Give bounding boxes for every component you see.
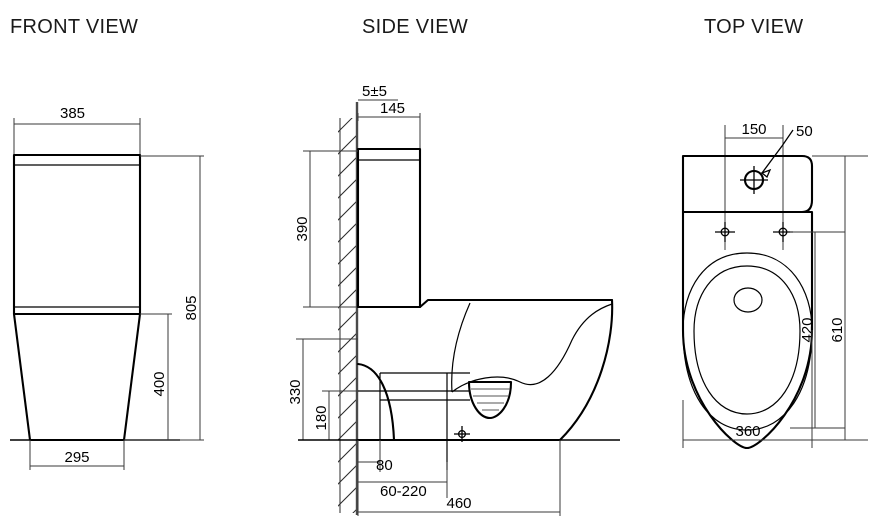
top-dim-50: 50 bbox=[760, 123, 813, 179]
front-view-group: 385 805 400 bbox=[10, 105, 204, 470]
side-dim-60-220-label: 60-220 bbox=[380, 483, 427, 500]
top-view-group: 150 50 bbox=[681, 121, 868, 450]
side-internal-lines bbox=[358, 372, 470, 470]
wall-hatching bbox=[338, 118, 358, 513]
side-dim-5pm5: 5±5 bbox=[358, 83, 398, 101]
top-dim-610-label: 610 bbox=[829, 317, 846, 342]
top-dim-420-label: 420 bbox=[799, 317, 816, 342]
side-wall bbox=[338, 102, 359, 515]
top-pan-outline bbox=[681, 210, 814, 450]
front-dim-295: 295 bbox=[29, 440, 125, 470]
top-rim-outline bbox=[682, 252, 813, 431]
front-dim-805: 805 bbox=[140, 155, 204, 441]
top-dim-50-label: 50 bbox=[796, 123, 813, 140]
side-dim-145-label: 145 bbox=[380, 100, 405, 117]
front-dim-805-label: 805 bbox=[183, 295, 200, 320]
front-dim-295-label: 295 bbox=[64, 449, 89, 466]
side-dim-460: 460 bbox=[357, 440, 561, 516]
top-cistern-outline bbox=[681, 154, 814, 214]
side-dim-390: 390 bbox=[294, 150, 358, 308]
side-cistern-body bbox=[356, 147, 422, 309]
side-bowl-body bbox=[356, 298, 614, 442]
front-pedestal-body bbox=[12, 312, 142, 442]
top-fixing-hole-left bbox=[715, 222, 735, 242]
side-dim-180: 180 bbox=[313, 390, 358, 441]
top-bowl-opening bbox=[693, 265, 801, 415]
front-cistern-body bbox=[12, 153, 142, 316]
side-dim-80: 80 bbox=[357, 440, 393, 474]
front-dim-400: 400 bbox=[124, 313, 172, 441]
front-view-title: FRONT VIEW bbox=[10, 16, 138, 38]
top-drain-ellipse bbox=[733, 287, 763, 313]
front-dim-385-label: 385 bbox=[60, 105, 85, 122]
top-view-title: TOP VIEW bbox=[704, 16, 803, 38]
side-dim-60-220: 60-220 bbox=[357, 462, 448, 500]
side-dim-80-label: 80 bbox=[376, 457, 393, 474]
side-dim-180-label: 180 bbox=[313, 405, 330, 430]
top-dim-360-label: 360 bbox=[735, 423, 760, 440]
top-flush-button[interactable] bbox=[740, 166, 768, 194]
top-dim-610: 610 bbox=[812, 155, 868, 441]
side-view-title: SIDE VIEW bbox=[362, 16, 468, 38]
side-pedestal-curve bbox=[356, 362, 396, 442]
top-dim-360: 360 bbox=[682, 330, 813, 448]
side-dim-145: 145 bbox=[357, 100, 421, 152]
front-dim-400-label: 400 bbox=[151, 371, 168, 396]
side-dim-330-label: 330 bbox=[287, 379, 304, 404]
top-fixing-hole-right bbox=[773, 222, 793, 242]
front-dim-385: 385 bbox=[13, 105, 141, 160]
top-dim-150-label: 150 bbox=[741, 121, 766, 138]
side-dim-5pm5-label: 5±5 bbox=[362, 83, 387, 100]
side-dim-390-label: 390 bbox=[294, 216, 311, 241]
side-view-group: 5±5 145 390 bbox=[287, 83, 620, 516]
side-water-trap-symbol bbox=[467, 380, 513, 420]
side-dim-460-label: 460 bbox=[446, 495, 471, 512]
